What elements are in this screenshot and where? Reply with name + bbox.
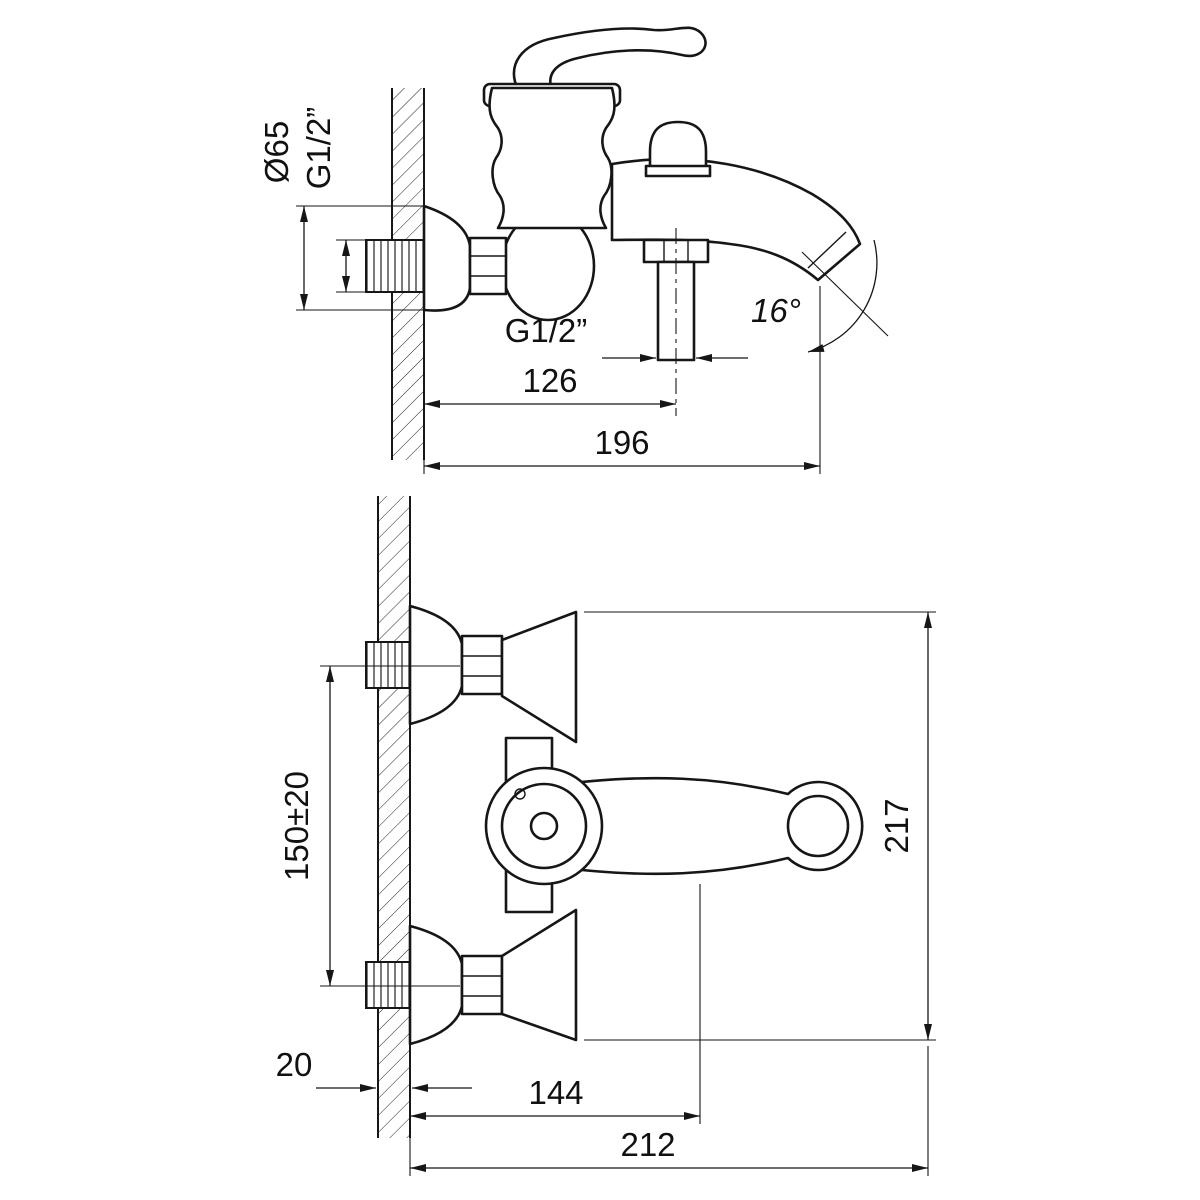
dim-escutcheon-diameter: Ø65 <box>258 121 424 311</box>
lever-handle-front <box>546 776 864 876</box>
dim-wall-to-outlet: 126 <box>424 362 676 408</box>
body-housing-bottom <box>500 908 578 1042</box>
body-housing-top <box>500 610 578 744</box>
escutcheon-side <box>422 204 472 312</box>
dim-label-150: 150±20 <box>278 771 315 881</box>
lever-end-ring <box>786 794 850 858</box>
dim-overall-length: 212 <box>409 1046 929 1176</box>
lever-handle-side <box>512 26 707 92</box>
aerator-line <box>807 231 847 269</box>
wall-hatch-front <box>378 496 410 1138</box>
dim-label-angle: 16° <box>751 292 801 329</box>
diverter-knob <box>644 120 712 178</box>
dim-wall-thickness: 20 <box>276 1046 472 1092</box>
dim-overall-reach: 196 <box>423 286 821 474</box>
dim-144: 144 <box>410 884 701 1124</box>
set-screw <box>514 788 526 800</box>
hex-nut-side <box>468 236 508 296</box>
dim-label-wall-thread: G1/2” <box>300 107 337 190</box>
dim-label-212: 212 <box>620 1126 675 1163</box>
dim-label-217: 217 <box>878 798 915 853</box>
dim-wall-thread: G1/2” <box>300 107 366 293</box>
dim-label-144: 144 <box>528 1074 583 1111</box>
shower-outlet <box>642 228 710 416</box>
dim-label-126: 126 <box>522 362 577 399</box>
wall-section-front <box>377 496 411 1138</box>
escutcheon-bottom <box>408 924 464 1046</box>
dim-outlet-thread: G1/2” <box>505 312 748 362</box>
dim-overall-height: 217 <box>584 611 936 1041</box>
dim-label-196: 196 <box>594 424 649 461</box>
hex-nut-top <box>460 634 504 696</box>
dim-inlet-spacing: 150±20 <box>278 665 460 987</box>
wall-thread-side <box>365 239 425 293</box>
cartridge-flange <box>484 766 604 886</box>
front-view: 150±20 217 20 144 212 <box>276 496 936 1176</box>
dim-label-outlet-thread: G1/2” <box>505 312 588 349</box>
dim-label-20: 20 <box>276 1046 313 1083</box>
escutcheon-top <box>408 604 464 726</box>
side-view: Ø65 G1/2” G1/2” 126 196 <box>258 26 889 474</box>
dim-label-diameter: Ø65 <box>258 121 295 183</box>
hex-nut-bottom <box>460 954 504 1016</box>
dim-spout-angle: 16° <box>751 239 889 353</box>
faucet-body-side <box>488 86 616 230</box>
